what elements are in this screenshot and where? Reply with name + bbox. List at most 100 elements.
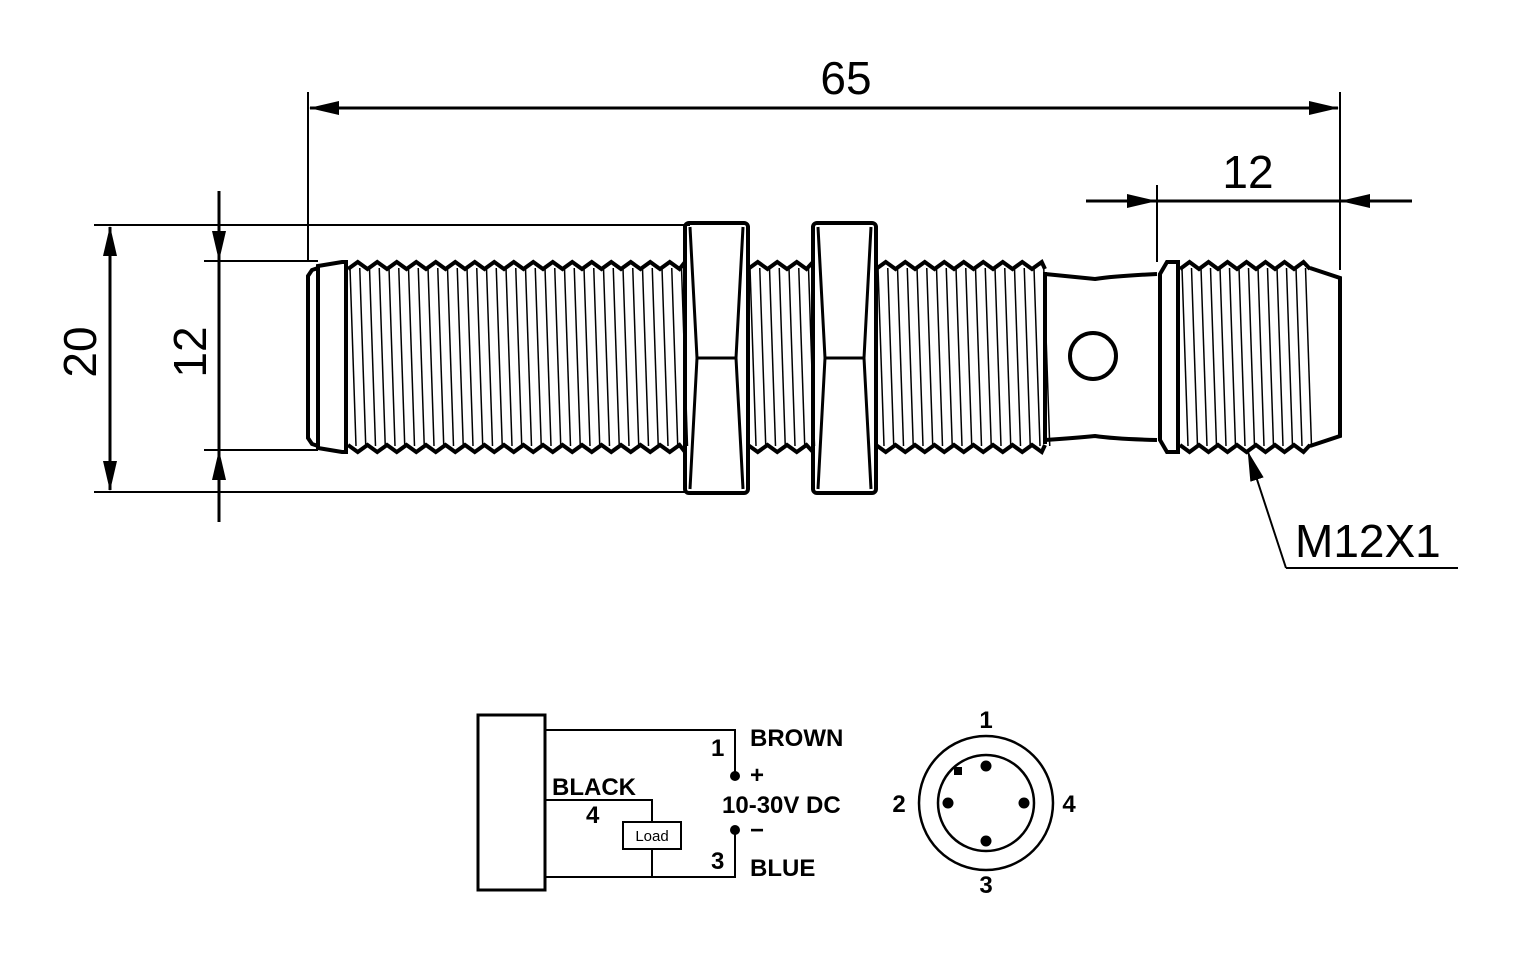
thread-flank	[1004, 267, 1012, 447]
thread-crest	[1178, 259, 1312, 272]
thread-flank	[612, 267, 620, 447]
thread-flank	[1190, 267, 1199, 447]
pin-3	[980, 835, 992, 847]
thread-flank	[749, 267, 757, 447]
thread-flank	[466, 267, 474, 447]
thread-flank	[359, 267, 367, 447]
pin-number-3: 3	[979, 872, 992, 899]
connector-collar	[1158, 260, 1180, 454]
thread-flank	[955, 267, 963, 447]
thread-flank	[593, 267, 601, 447]
thread-flank	[398, 267, 406, 447]
thread-flank	[877, 267, 885, 447]
thread-flank	[974, 267, 983, 447]
hex-nut-2	[811, 221, 878, 495]
thread-flank	[1257, 267, 1265, 447]
thread-flank	[896, 267, 905, 447]
thread-callout-label: M12X1	[1295, 515, 1441, 567]
thread-crest	[1178, 442, 1312, 455]
thread-flank	[651, 267, 659, 447]
thread-flank	[602, 267, 611, 447]
thread-callout: M12X1	[1247, 451, 1458, 569]
thread-flank	[446, 267, 455, 447]
pin-label-brown: 1	[711, 735, 724, 762]
wire-label-black: BLACK	[552, 774, 637, 801]
thread-flank	[1033, 267, 1041, 447]
pin-number-4: 4	[1062, 791, 1076, 818]
connector-neck	[1043, 272, 1158, 444]
thread-flank	[768, 267, 777, 447]
thread-flank	[378, 267, 386, 447]
thread-main-barrel	[346, 256, 689, 458]
hex-nut-1	[683, 221, 750, 495]
thread-flank	[437, 267, 445, 447]
thread-flank	[583, 267, 591, 447]
wire-label-blue: BLUE	[750, 855, 815, 882]
front-cap	[316, 260, 348, 454]
thread-flank	[563, 267, 572, 447]
thread-flank	[1200, 267, 1208, 447]
neck-hole	[1068, 331, 1118, 381]
dimension-thread-end-length: 12	[1086, 146, 1412, 262]
sensor-body	[306, 221, 1342, 495]
thread-flank	[641, 267, 650, 447]
thread-flank	[554, 267, 562, 447]
thread-flank	[505, 267, 513, 447]
sensor-block	[476, 713, 547, 892]
dimension-label-12-top: 12	[1222, 146, 1273, 198]
polarity-minus: −	[750, 817, 764, 844]
polarity-plus: +	[750, 762, 764, 789]
thread-flank	[1181, 267, 1189, 447]
thread-flank	[1247, 267, 1256, 447]
dimension-label-65: 65	[820, 52, 871, 104]
thread-flank	[622, 267, 630, 447]
pin-1	[980, 760, 992, 772]
connector-outer-ring	[917, 734, 1055, 872]
thread-flank	[534, 267, 542, 447]
coding-key	[954, 767, 962, 775]
thread-crest	[346, 442, 687, 458]
thread-connector-m12	[1178, 259, 1313, 455]
thread-between-nuts	[746, 256, 816, 458]
thread-flank	[994, 267, 1002, 447]
thread-flank	[515, 267, 523, 447]
thread-flank	[661, 267, 669, 447]
thread-flank	[1266, 267, 1275, 447]
thread-flank	[1276, 267, 1284, 447]
wiring-diagram: Load 1 BROWN + 10-30V DC − 3 BLUE BLACK …	[476, 713, 843, 892]
thread-flank	[1304, 267, 1313, 447]
wire-black	[545, 799, 653, 822]
thread-flank	[1023, 267, 1031, 447]
thread-flank	[887, 267, 895, 447]
leader-line	[1247, 451, 1287, 569]
thread-flank	[1295, 267, 1303, 447]
thread-crest	[746, 442, 815, 458]
dimension-overall-length: 65	[307, 52, 1341, 270]
thread-flank	[671, 267, 679, 447]
dimension-body-diameter: 12	[164, 191, 318, 522]
terminal-positive	[730, 771, 740, 781]
pin-2	[942, 797, 954, 809]
dimension-nut-height: 20	[54, 224, 690, 493]
thread-flank	[495, 267, 503, 447]
thread-flank	[368, 267, 377, 447]
thread-rear-barrel	[874, 258, 1051, 456]
thread-crest	[874, 258, 1047, 272]
pin-number-2: 2	[892, 791, 905, 818]
thread-flank	[632, 267, 640, 447]
pin-label-blue: 3	[711, 848, 724, 875]
wire-blue	[545, 830, 736, 878]
thread-flank	[926, 267, 934, 447]
thread-flank	[573, 267, 581, 447]
pin-4	[1018, 797, 1030, 809]
wire-brown	[545, 729, 736, 775]
connector-end-chamfer	[1309, 266, 1342, 448]
thread-flank	[906, 267, 914, 447]
thread-flank	[524, 267, 533, 447]
thread-flank	[1285, 267, 1294, 447]
thread-flank	[485, 267, 494, 447]
wire-label-brown: BROWN	[750, 725, 843, 752]
thread-flank	[965, 267, 973, 447]
connector-inner-ring	[936, 753, 1036, 853]
